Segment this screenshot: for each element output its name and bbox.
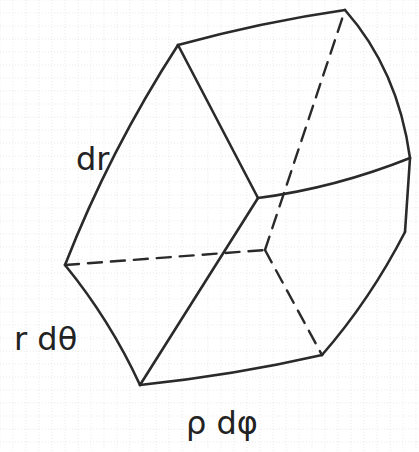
grid-line — [0, 234, 419, 235]
grid-line — [130, 0, 131, 452]
grid-line — [0, 390, 419, 391]
left-edge — [65, 45, 178, 265]
grid-line — [117, 0, 118, 452]
grid-line — [416, 0, 417, 452]
front-edge — [140, 198, 258, 385]
grid-line — [286, 0, 287, 452]
grid-line — [0, 91, 419, 92]
top-edge — [178, 10, 345, 45]
hidden-edge — [65, 250, 265, 265]
grid-line — [104, 0, 105, 452]
right-top-edge — [345, 10, 410, 158]
grid-line — [0, 221, 419, 222]
grid-line — [377, 0, 378, 452]
grid-line — [0, 364, 419, 365]
grid-line — [0, 260, 419, 261]
grid-line — [247, 0, 248, 452]
grid-line — [364, 0, 365, 452]
grid-line — [312, 0, 313, 452]
grid-line — [0, 65, 419, 66]
grid-line — [195, 0, 196, 452]
middle-edge — [258, 158, 410, 198]
grid-line — [65, 0, 66, 452]
grid-line — [0, 143, 419, 144]
grid-line — [208, 0, 209, 452]
grid-line — [52, 0, 53, 452]
grid-line — [351, 0, 352, 452]
grid-line — [338, 0, 339, 452]
grid-line — [0, 13, 419, 14]
hidden-edge — [265, 10, 345, 250]
grid-line — [403, 0, 404, 452]
grid-line — [0, 78, 419, 79]
grid-line — [299, 0, 300, 452]
grid-line — [0, 286, 419, 287]
grid-line — [0, 0, 1, 452]
grid-line — [390, 0, 391, 452]
grid-line — [0, 442, 419, 443]
bottom-edge — [140, 355, 322, 385]
grid-line — [0, 247, 419, 248]
grid-line — [0, 117, 419, 118]
grid-line — [39, 0, 40, 452]
right-edge — [405, 158, 410, 232]
grid-line — [0, 403, 419, 404]
grid-line — [0, 195, 419, 196]
hidden-edge — [265, 250, 322, 355]
ridge-edge — [178, 45, 258, 198]
grid-line — [169, 0, 170, 452]
dimension-label: dr — [76, 143, 109, 175]
right-bottom-edge — [322, 232, 405, 355]
grid-line — [0, 0, 419, 1]
grid-line — [182, 0, 183, 452]
grid-line — [0, 208, 419, 209]
grid-line — [0, 182, 419, 183]
grid-line — [0, 169, 419, 170]
dimension-label: ρ dφ — [186, 407, 258, 439]
dimension-label: r dθ — [14, 323, 77, 355]
grid-line — [0, 52, 419, 53]
grid-line — [0, 299, 419, 300]
grid-line — [26, 0, 27, 452]
grid-line — [78, 0, 79, 452]
grid-line — [13, 0, 14, 452]
hidden-edges — [65, 10, 345, 355]
grid-line — [0, 39, 419, 40]
grid-line — [234, 0, 235, 452]
grid-line — [91, 0, 92, 452]
volume-element-edges — [65, 10, 410, 385]
grid-line — [221, 0, 222, 452]
grid-line — [0, 130, 419, 131]
grid-line — [260, 0, 261, 452]
grid-line — [0, 156, 419, 157]
